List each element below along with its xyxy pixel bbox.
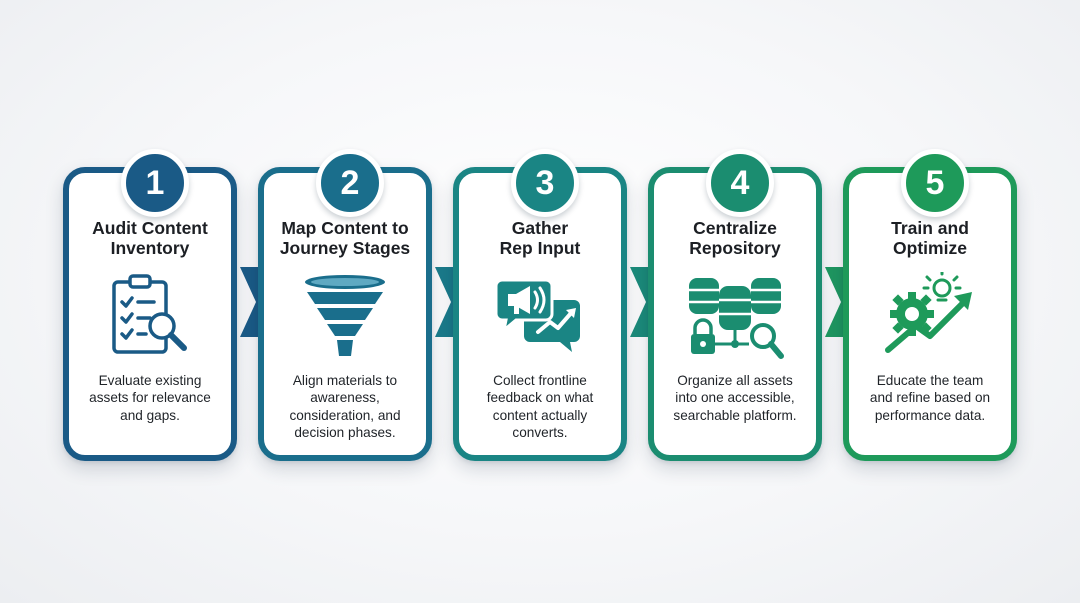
- step-number-badge-3: 3: [511, 149, 579, 217]
- step-description-3: Collect frontline feedback on what conte…: [486, 373, 594, 441]
- step-title-4: Centralize Repository: [689, 218, 781, 258]
- step-title-1: Audit Content Inventory: [92, 218, 208, 258]
- step-description-4: Organize all assets into one accessible,…: [673, 373, 797, 423]
- funnel-icon: [305, 275, 385, 356]
- step-description-2: Align materials to awareness, considerat…: [289, 373, 401, 441]
- megaphone-chat-bubbles-icon: [494, 278, 580, 352]
- step-description-5: Educate the team and refine based on per…: [869, 373, 991, 423]
- step-card-3: [453, 167, 627, 461]
- step-number-badge-4: 4: [706, 149, 774, 217]
- gear-lightbulb-growth-arrow-icon: [885, 272, 972, 353]
- step-number-badge-1: 1: [121, 149, 189, 217]
- step-description-1: Evaluate existing assets for relevance a…: [89, 373, 211, 423]
- step-title-3: Gather Rep Input: [499, 218, 581, 258]
- step-title-5: Train and Optimize: [891, 218, 969, 258]
- step-title-2: Map Content to Journey Stages: [279, 218, 411, 258]
- database-lock-search-icon: [689, 278, 784, 359]
- step-number-badge-5: 5: [901, 149, 969, 217]
- clipboard-checklist-magnifier-icon: [112, 274, 187, 354]
- step-number-badge-2: 2: [316, 149, 384, 217]
